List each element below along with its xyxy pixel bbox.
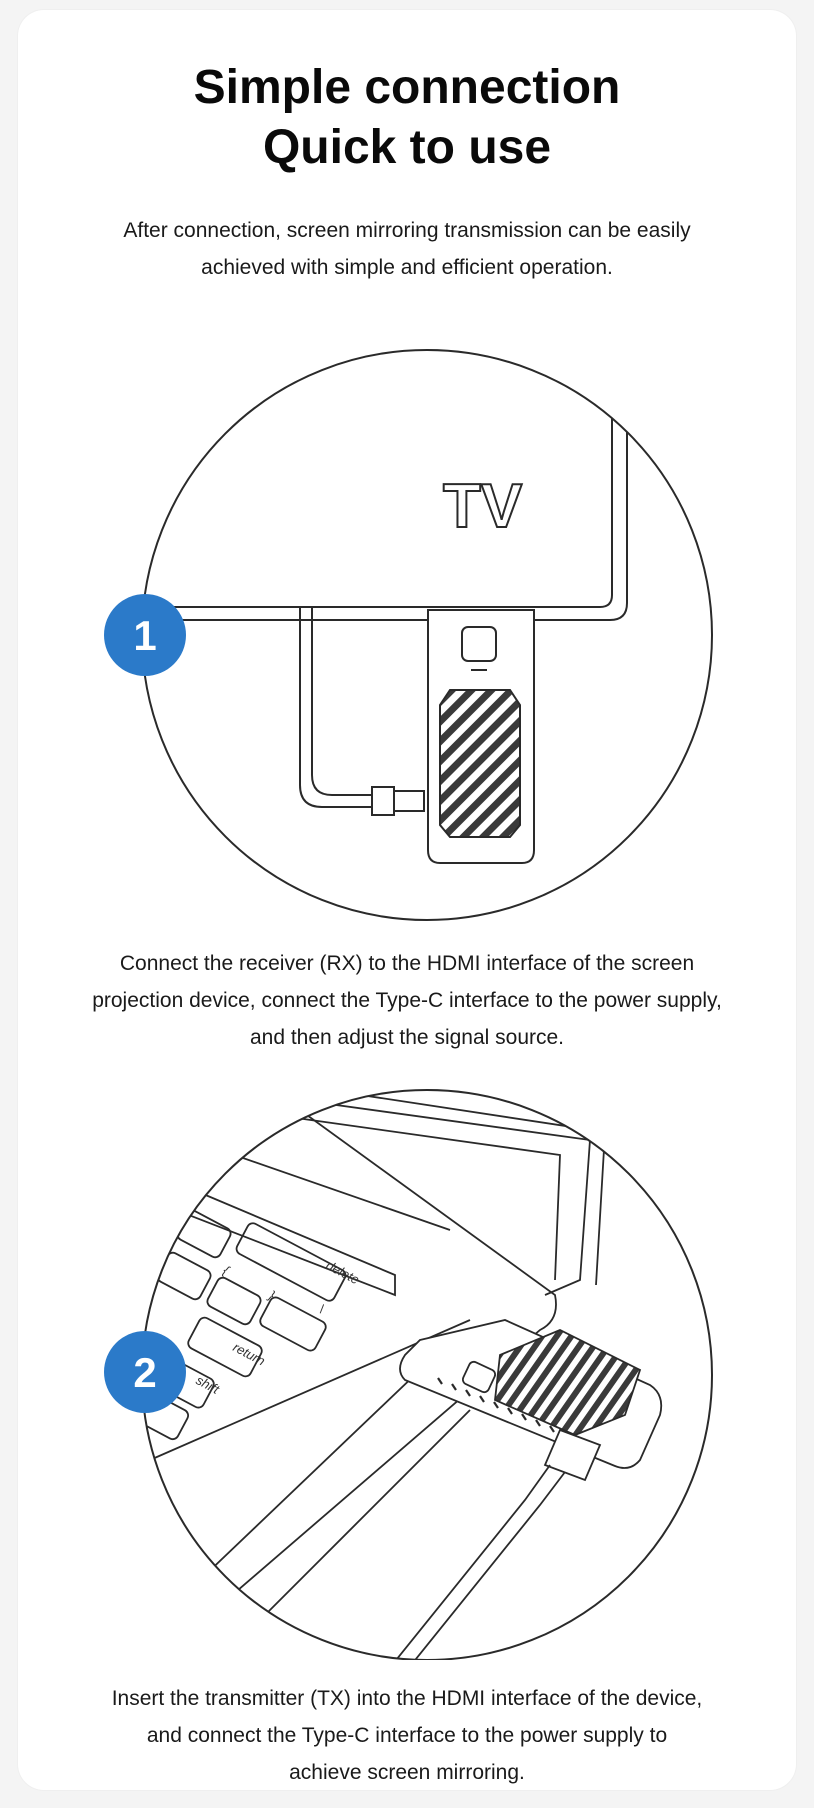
step2-line-1: Insert the transmitter (TX) into the HDM… bbox=[111, 1687, 703, 1710]
step2-number: 2 bbox=[133, 1349, 156, 1396]
page-title: Simple connection Quick to use bbox=[0, 58, 814, 178]
step1-line-3: and then adjust the signal source. bbox=[249, 1026, 565, 1049]
step1-illustration: TV 1 bbox=[104, 349, 713, 921]
key-backslash: \ bbox=[317, 1301, 327, 1316]
laptop-base bbox=[142, 1109, 557, 1641]
step2-description: Insert the transmitter (TX) into the HDM… bbox=[40, 1680, 774, 1791]
step1-number: 1 bbox=[133, 612, 156, 659]
step2-line-2: and connect the Type-C interface to the … bbox=[146, 1724, 668, 1747]
step1-badge: 1 bbox=[104, 594, 186, 676]
intro-text: After connection, screen mirroring trans… bbox=[40, 212, 774, 286]
step1-line-1: Connect the receiver (RX) to the HDMI in… bbox=[119, 952, 695, 975]
title-line-1: Simple connection bbox=[193, 61, 621, 114]
intro-line-1: After connection, screen mirroring trans… bbox=[123, 219, 691, 242]
step2-line-3: achieve screen mirroring. bbox=[289, 1761, 525, 1784]
tv-body bbox=[142, 350, 613, 608]
step1-line-2: projection device, connect the Type-C in… bbox=[92, 989, 722, 1012]
step2-badge: 2 bbox=[104, 1331, 186, 1413]
title-line-2: Quick to use bbox=[262, 121, 552, 174]
tv-label: TV bbox=[443, 472, 522, 541]
step2-illustration: { } \ delete return shift 2 bbox=[104, 1089, 713, 1660]
laptop-screen bbox=[299, 1099, 591, 1296]
step1-description: Connect the receiver (RX) to the HDMI in… bbox=[40, 945, 774, 1056]
intro-line-2: achieved with simple and efficient opera… bbox=[201, 256, 613, 279]
